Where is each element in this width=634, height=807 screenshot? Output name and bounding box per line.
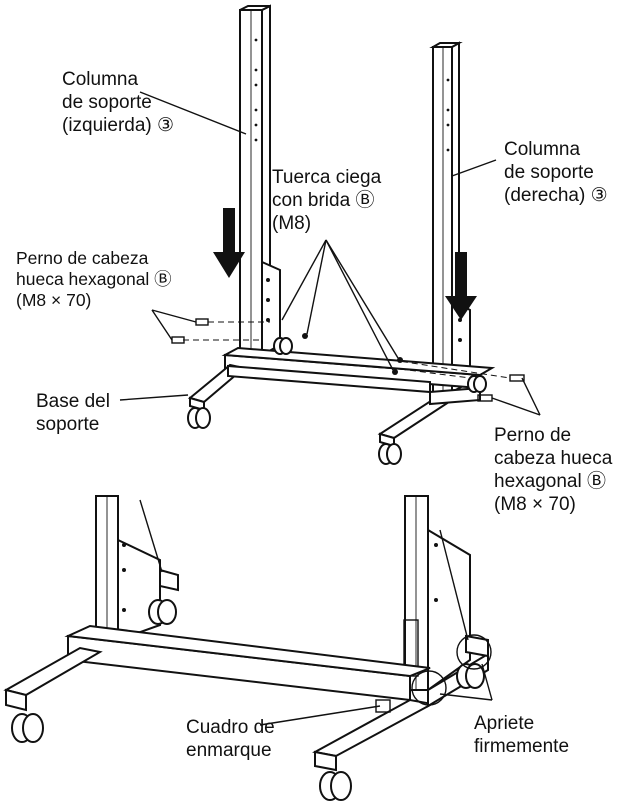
top-casters — [187, 337, 487, 465]
stand-base — [187, 346, 496, 448]
down-arrows — [213, 208, 477, 320]
bolts — [171, 318, 525, 402]
label-flange-cap-nut: Tuerca ciega con brida Ⓑ (M8) — [272, 167, 382, 234]
label-stand-base: Base del soporte — [36, 391, 110, 435]
top-assembly — [171, 4, 525, 465]
leader-lines — [119, 91, 541, 726]
left-support-column — [239, 4, 281, 357]
label-left-hex-bolt: Perno de cabeza hueca hexagonal Ⓑ (M8 × … — [16, 248, 172, 310]
label-right-hex-bolt: Perno de cabeza hueca hexagonal Ⓑ (M8 × … — [494, 425, 613, 515]
label-frame-bracket: Cuadro de enmarque — [186, 717, 275, 761]
label-tighten-firmly: Apriete firmemente — [474, 713, 570, 757]
right-support-column — [429, 41, 471, 394]
label-left-support-column: Columna de soporte (izquierda) ③ — [62, 69, 175, 136]
bottom-assembly — [3, 495, 492, 801]
label-right-support-column: Columna de soporte (derecha) ③ — [504, 139, 608, 206]
